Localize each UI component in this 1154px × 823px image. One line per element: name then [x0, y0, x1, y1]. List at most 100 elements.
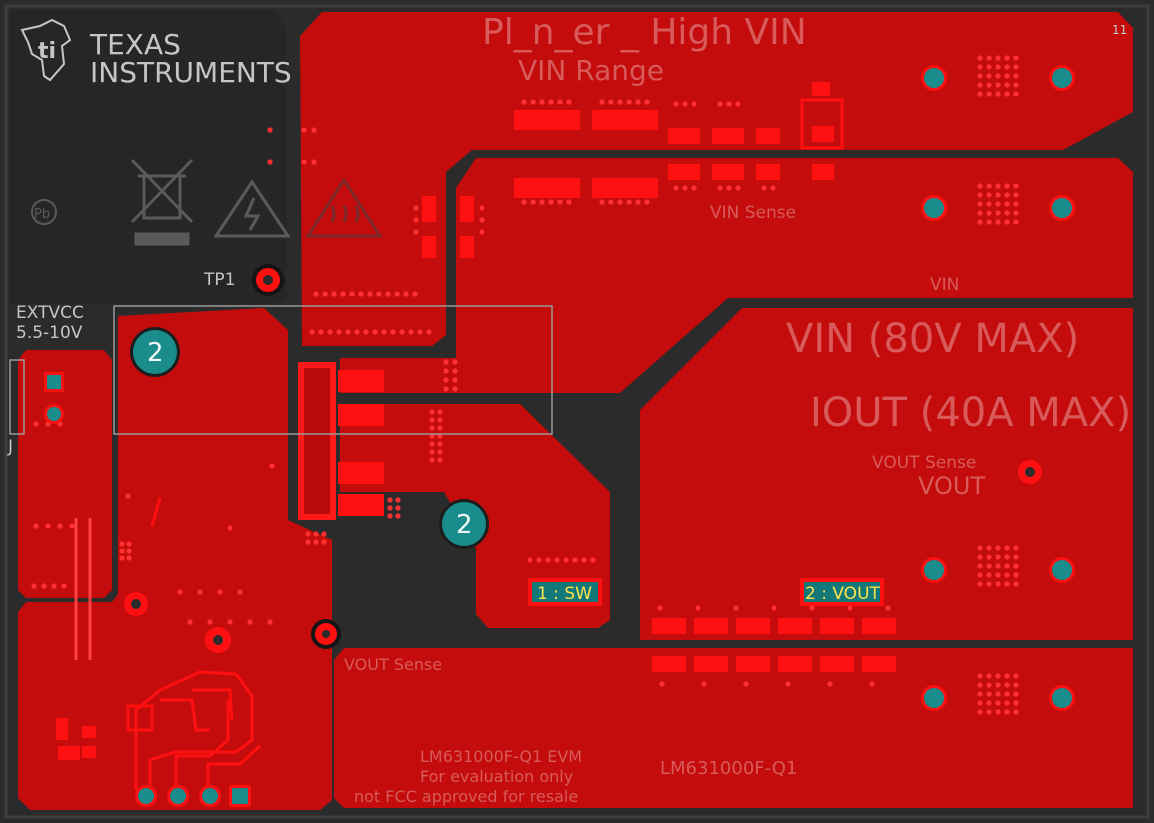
- via: [995, 219, 1001, 225]
- tp1-label: TP1: [203, 270, 235, 290]
- via: [986, 201, 992, 207]
- via: [977, 691, 983, 697]
- via: [1013, 82, 1019, 88]
- via: [995, 64, 1001, 70]
- via: [1004, 82, 1010, 88]
- via: [1013, 563, 1019, 569]
- through-hole-pad: [1049, 557, 1075, 583]
- via: [995, 673, 1001, 679]
- via: [977, 700, 983, 706]
- via: [691, 101, 697, 107]
- via: [336, 329, 342, 335]
- through-hole-pad: [229, 785, 251, 807]
- via: [1004, 55, 1010, 61]
- via: [673, 185, 679, 191]
- via: [770, 185, 776, 191]
- via: [1004, 700, 1010, 706]
- via: [126, 541, 132, 547]
- svg-text:ti: ti: [38, 39, 56, 64]
- via: [986, 581, 992, 587]
- hot-surface-icon: [305, 177, 383, 238]
- via: [1013, 73, 1019, 79]
- via: [429, 417, 435, 423]
- component-outline: [800, 98, 844, 150]
- via: [1013, 691, 1019, 697]
- via: [443, 368, 449, 374]
- extvcc-range-label: 5.5-10V: [16, 323, 83, 343]
- via: [318, 329, 324, 335]
- via: [644, 99, 650, 105]
- via: [363, 329, 369, 335]
- net-label-sw: 1 : SW: [537, 584, 592, 604]
- ti-logo: ti TEXAS INSTRUMENTS: [20, 18, 292, 89]
- via: [119, 541, 125, 547]
- via: [327, 329, 333, 335]
- via: [394, 291, 400, 297]
- via: [986, 545, 992, 551]
- via: [1013, 709, 1019, 715]
- via: [1004, 64, 1010, 70]
- via: [437, 457, 443, 463]
- via: [626, 99, 632, 105]
- via: [443, 359, 449, 365]
- via: [977, 563, 983, 569]
- via: [1013, 673, 1019, 679]
- via: [986, 673, 992, 679]
- through-hole-pad: [199, 785, 221, 807]
- via: [321, 531, 327, 537]
- via: [479, 217, 485, 223]
- via: [125, 493, 131, 499]
- via: [1013, 55, 1019, 61]
- via: [207, 619, 213, 625]
- via: [995, 73, 1001, 79]
- faint-vout-sense-left: VOUT Sense: [344, 655, 442, 674]
- ic-package: [298, 362, 336, 520]
- net-label-box: [804, 582, 880, 602]
- through-hole-pad: [167, 785, 189, 807]
- via: [995, 563, 1001, 569]
- via: [479, 205, 485, 211]
- via: [69, 523, 75, 529]
- via: [617, 99, 623, 105]
- through-hole-pad: [921, 557, 947, 583]
- via: [563, 557, 569, 563]
- via: [1013, 554, 1019, 560]
- via: [682, 185, 688, 191]
- via: [701, 681, 707, 687]
- via: [557, 199, 563, 205]
- faint-eval-line3: not FCC approved for resale: [354, 787, 578, 806]
- via: [395, 505, 401, 511]
- via: [437, 449, 443, 455]
- via-layer: [31, 55, 1019, 715]
- via: [771, 605, 777, 611]
- via: [691, 185, 697, 191]
- via: [237, 589, 243, 595]
- via: [305, 539, 311, 545]
- via: [995, 183, 1001, 189]
- via: [227, 525, 233, 531]
- via: [977, 219, 983, 225]
- pad-number: 2: [147, 338, 164, 368]
- ti-logo-icon: ti: [20, 18, 72, 82]
- faint-vin-max: VIN (80V MAX): [786, 316, 1079, 362]
- via: [1004, 192, 1010, 198]
- via: [717, 185, 723, 191]
- via: [443, 377, 449, 383]
- via: [977, 201, 983, 207]
- via: [521, 199, 527, 205]
- lead-free-icon: Pb: [31, 199, 57, 225]
- via: [247, 619, 253, 625]
- through-hole-pad: [921, 685, 947, 711]
- via: [1013, 700, 1019, 706]
- via: [452, 386, 458, 392]
- via: [217, 589, 223, 595]
- via: [452, 368, 458, 374]
- via: [349, 291, 355, 297]
- via: [626, 199, 632, 205]
- via: [847, 605, 853, 611]
- via: [995, 210, 1001, 216]
- via: [986, 55, 992, 61]
- via: [986, 554, 992, 560]
- via: [977, 192, 983, 198]
- via: [977, 709, 983, 715]
